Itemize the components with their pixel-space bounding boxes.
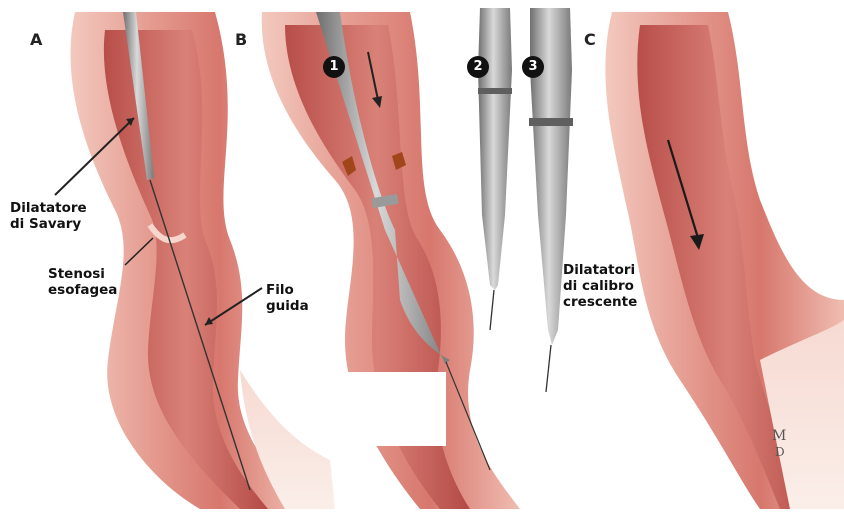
marker-3: 3: [522, 56, 544, 78]
svg-text:D: D: [775, 445, 785, 459]
blank-inset: [336, 372, 446, 446]
marker-2: 2: [467, 56, 489, 78]
label-esophageal-stenosis: Stenosi esofagea: [48, 266, 117, 298]
svg-text:M: M: [772, 428, 786, 444]
panel-letter-a: A: [30, 30, 42, 49]
panel-letter-c: C: [584, 30, 596, 49]
panel-c-esophagus: M D: [605, 12, 844, 509]
panel-letter-b: B: [235, 30, 247, 49]
label-savary-dilator: Dilatatore di Savary: [10, 200, 87, 232]
label-guide-wire: Filo guida: [266, 282, 309, 314]
marker-1: 1: [323, 56, 345, 78]
label-graduated-dilators: Dilatatori di calibro crescente: [563, 262, 637, 310]
